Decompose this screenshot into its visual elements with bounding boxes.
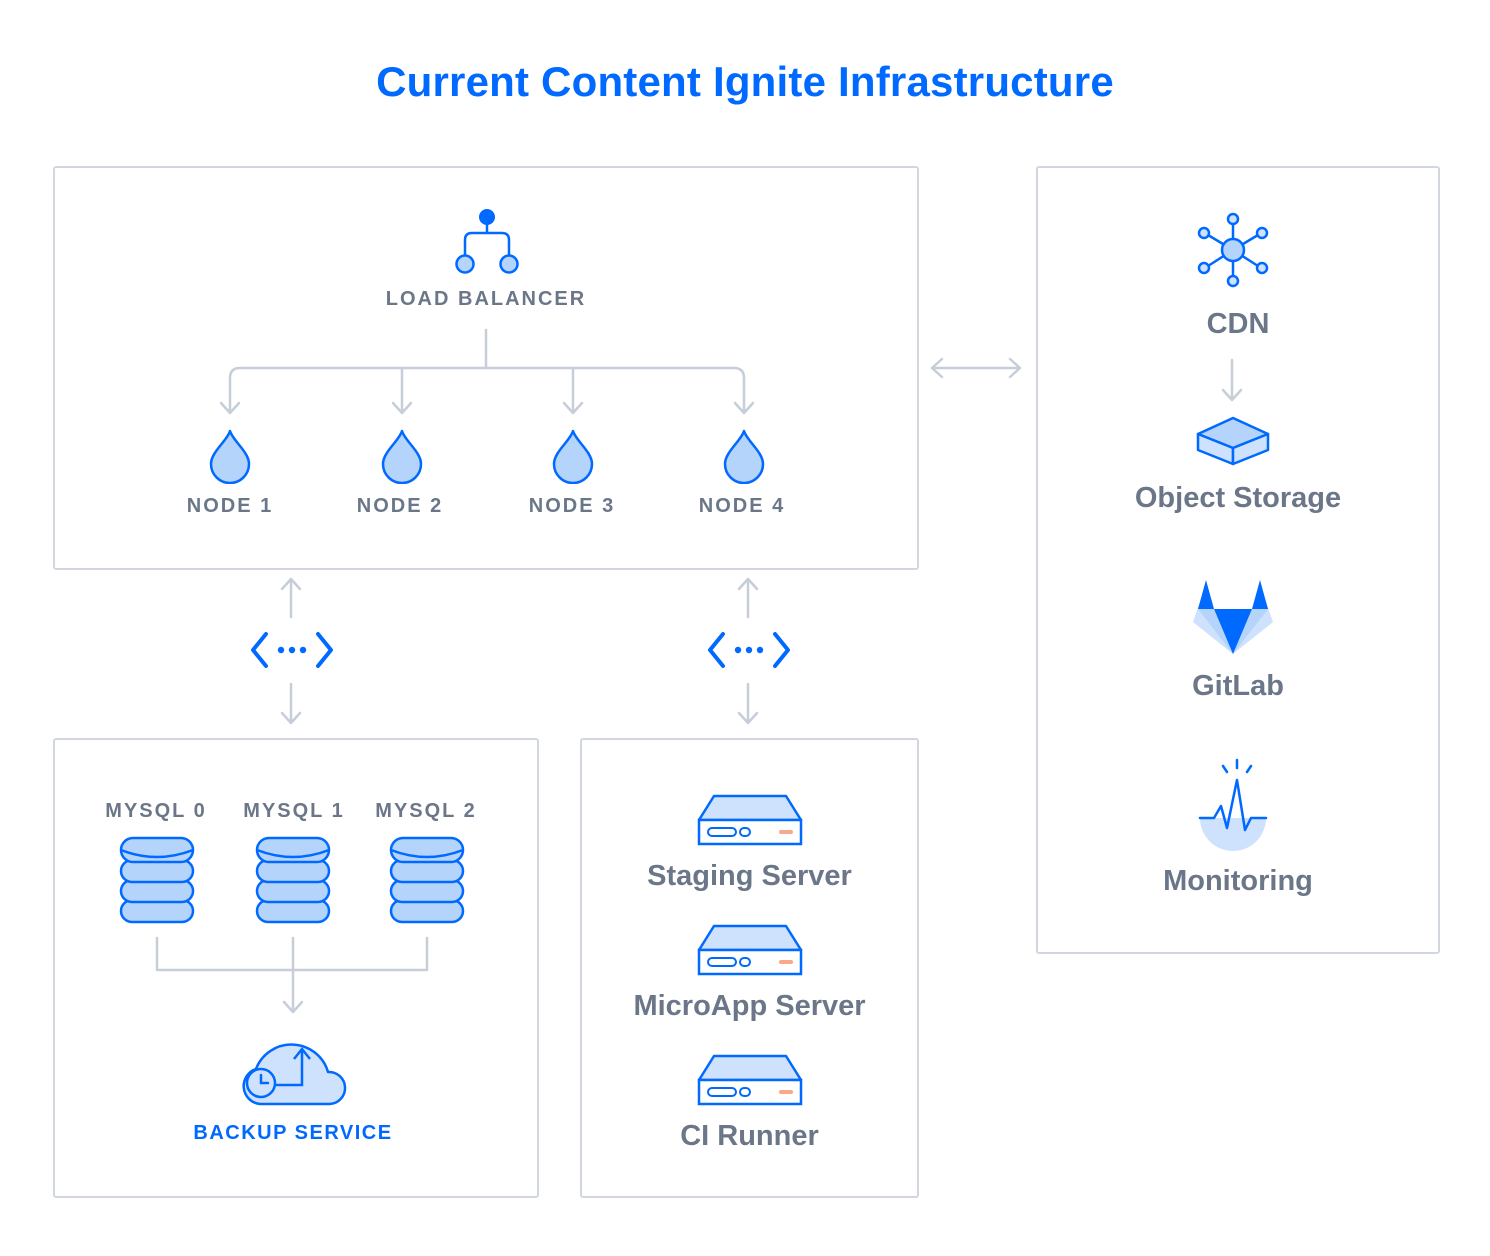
server-label: MicroApp Server xyxy=(633,990,866,1022)
node-label: NODE 2 xyxy=(356,495,444,517)
server-icon xyxy=(697,924,803,976)
database-box xyxy=(53,738,539,1198)
mysql-label: MYSQL 2 xyxy=(375,800,477,822)
cdn-label: CDN xyxy=(1206,308,1270,340)
droplet-icon xyxy=(723,429,765,484)
node-label: NODE 3 xyxy=(528,495,616,517)
load-balancer-label: LOAD BALANCER xyxy=(385,288,587,310)
droplet-icon xyxy=(209,429,251,484)
services-box xyxy=(1036,166,1440,954)
page-title: Current Content Ignite Infrastructure xyxy=(376,58,1114,105)
load-balancer-icon xyxy=(455,209,519,274)
monitoring-icon xyxy=(1198,758,1268,851)
cdn-icon xyxy=(1197,212,1269,288)
server-label: Staging Server xyxy=(647,860,852,892)
mysql-label: MYSQL 0 xyxy=(105,800,207,822)
backup-service-label: BACKUP SERVICE xyxy=(193,1122,393,1144)
cluster-box xyxy=(53,166,919,570)
node-label: NODE 4 xyxy=(698,495,786,517)
server-icon xyxy=(697,1054,803,1106)
node-label: NODE 1 xyxy=(186,495,274,517)
monitoring-label: Monitoring xyxy=(1163,865,1313,897)
servers-box xyxy=(580,738,919,1198)
database-icon xyxy=(389,836,465,924)
droplet-icon xyxy=(552,429,594,484)
server-label: CI Runner xyxy=(680,1120,819,1152)
gitlab-label: GitLab xyxy=(1192,670,1284,702)
droplet-icon xyxy=(381,429,423,484)
database-icon xyxy=(119,836,195,924)
private-network-icon xyxy=(708,632,790,668)
database-icon xyxy=(255,836,331,924)
mysql-label: MYSQL 1 xyxy=(243,800,345,822)
object-storage-icon xyxy=(1196,416,1270,466)
gitlab-icon xyxy=(1193,580,1273,654)
cloud-backup-icon xyxy=(242,1043,347,1106)
object-storage-label: Object Storage xyxy=(1134,482,1342,514)
server-icon xyxy=(697,794,803,846)
private-network-icon xyxy=(251,632,333,668)
